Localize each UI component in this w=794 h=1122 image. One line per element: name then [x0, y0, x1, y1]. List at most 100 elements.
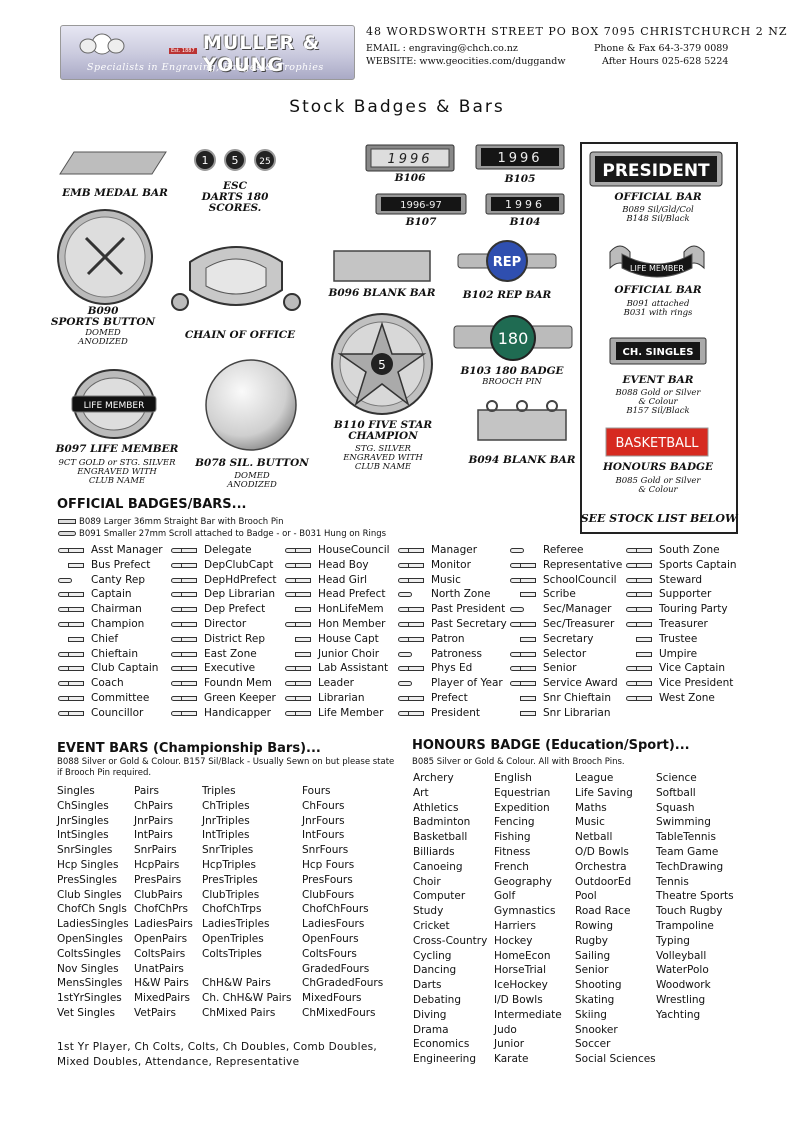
bar-style-icon	[510, 636, 538, 642]
official-title-item: Senior	[508, 661, 622, 676]
official-title-text: House Capt	[318, 632, 379, 645]
event-bar-item: MixedFours	[302, 992, 362, 1005]
official-title-text: Supporter	[659, 588, 712, 601]
official-title-item: SchoolCouncil	[508, 573, 622, 588]
b094-blank-bar-image	[477, 400, 567, 441]
bar-style-icon	[626, 607, 654, 613]
official-title-item: Manager	[396, 543, 507, 558]
official-title-item: Secretary	[508, 632, 622, 647]
official-title-text: Chief	[91, 632, 119, 645]
official-title-text: HonLifeMem	[318, 603, 384, 616]
honours-item: Snooker	[575, 1023, 618, 1036]
bar-style-icon	[626, 577, 654, 583]
b102-caption: B102 REP BAR	[462, 289, 552, 301]
honours-item: Swimming	[656, 816, 711, 829]
official-bar-2-sub: B091 attached B031 with rings	[586, 300, 730, 318]
honours-item: Economics	[413, 1038, 470, 1051]
bar-style-icon	[510, 621, 538, 627]
honours-item: Orchestra	[575, 860, 627, 873]
official-title-text: Lab Assistant	[318, 662, 389, 675]
official-title-item: Head Prefect	[283, 587, 390, 602]
event-bar-item: SnrFours	[302, 844, 349, 857]
president-bar-image: PRESIDENT	[589, 151, 723, 187]
honours-item: Music	[575, 816, 605, 829]
bar-style-icon	[58, 607, 86, 613]
official-title-text: Life Member	[318, 706, 384, 719]
company-email[interactable]: EMAIL : engraving@chch.co.nz	[366, 43, 518, 54]
official-title-text: Canty Rep	[91, 573, 146, 586]
esc-caption-line-1: ESC	[223, 180, 247, 192]
b078-sub: DOMED ANODIZED	[190, 472, 314, 490]
official-title-item: Monitor	[396, 558, 507, 573]
b097-sub: 9CT GOLD or STG. SILVER ENGRAVED WITH CL…	[52, 459, 182, 486]
honours-item: Diving	[413, 1008, 447, 1021]
bar-style-icon	[285, 666, 313, 672]
b078-sub-line-2: ANODIZED	[227, 480, 277, 490]
official-title-text: Vice Captain	[659, 662, 725, 675]
honours-item: Canoeing	[413, 860, 463, 873]
official-title-text: Umpire	[659, 647, 698, 660]
honours-item: Engineering	[413, 1053, 476, 1066]
bar-style-icon	[58, 651, 86, 657]
bar-style-icon	[285, 592, 313, 598]
event-bar-item: ChFours	[302, 799, 345, 812]
official-title-item: President	[396, 706, 507, 721]
official-title-item: Head Boy	[283, 558, 390, 573]
bar-style-icon	[171, 651, 199, 657]
official-title-text: Sec/Treasurer	[543, 617, 615, 630]
event-bars-note: B088 Silver or Gold & Colour. B157 Sil/B…	[57, 757, 395, 778]
official-title-text: Snr Librarian	[543, 706, 611, 719]
honours-item: Team Game	[656, 845, 719, 858]
event-bar-item: ChMixed Pairs	[202, 1006, 276, 1019]
honours-item: Trampoline	[656, 919, 714, 932]
b102-rep-bar-image: REP	[457, 240, 557, 282]
official-title-text: SchoolCouncil	[543, 573, 617, 586]
bar-style-icon	[285, 695, 313, 701]
official-title-text: Prefect	[431, 691, 468, 704]
emb-medal-bar-image	[59, 151, 167, 175]
company-website[interactable]: WEBSITE: www.geocities.com/duggandw	[366, 56, 566, 67]
official-note-1: B089 Larger 36mm Straight Bar with Brooc…	[58, 517, 284, 527]
honours-item: Hockey	[494, 934, 533, 947]
honours-item: Dancing	[413, 964, 457, 977]
bar-style-icon	[285, 548, 313, 553]
official-title-text: Referee	[543, 544, 584, 556]
event-bar-item: ChPairs	[134, 799, 173, 812]
official-title-item: Phys Ed	[396, 661, 507, 676]
bar-style-icon	[398, 607, 426, 613]
honours-item: Cycling	[413, 949, 452, 962]
b097-life-member-image: LIFE MEMBER	[71, 369, 157, 439]
b110-star-number: 5	[378, 358, 386, 372]
official-title-item: Canty Rep	[56, 573, 163, 588]
bar-style-icon	[285, 681, 313, 687]
official-title-item: Librarian	[283, 691, 390, 706]
official-title-item: Umpire	[624, 647, 737, 662]
bar-style-icon	[285, 562, 313, 568]
honours-item: Wrestling	[656, 993, 706, 1006]
official-bar-2-sub-line-2: B031 with rings	[623, 308, 693, 318]
event-bar-item: ColtsPairs	[134, 947, 186, 960]
official-title-text: Sec/Manager	[543, 603, 612, 616]
official-title-text: Head Prefect	[318, 588, 386, 601]
official-title-text: Dep Librarian	[204, 588, 276, 601]
b104-caption: B104	[509, 216, 541, 228]
official-title-text: Asst Manager	[91, 544, 163, 556]
official-title-item: Life Member	[283, 706, 390, 721]
honours-item: Athletics	[413, 801, 459, 814]
bar-style-icon	[510, 562, 538, 568]
honours-item: Debating	[413, 993, 461, 1006]
bar-style-icon	[171, 577, 199, 583]
event-bar-sub-line-1: B088 Gold or Silver	[615, 388, 701, 398]
official-title-text: HouseCouncil	[318, 544, 390, 556]
official-title-item: Vice President	[624, 676, 737, 691]
honours-item: OutdoorEd	[575, 875, 632, 888]
bar-style-icon	[510, 577, 538, 583]
basketball-honours-badge-image: BASKETBALL	[605, 427, 709, 457]
bar-style-icon	[58, 548, 86, 553]
honours-item: HorseTrial	[494, 964, 547, 977]
event-bar-item: LadiesSingles	[57, 918, 129, 931]
event-bar-item: Singles	[57, 785, 95, 797]
